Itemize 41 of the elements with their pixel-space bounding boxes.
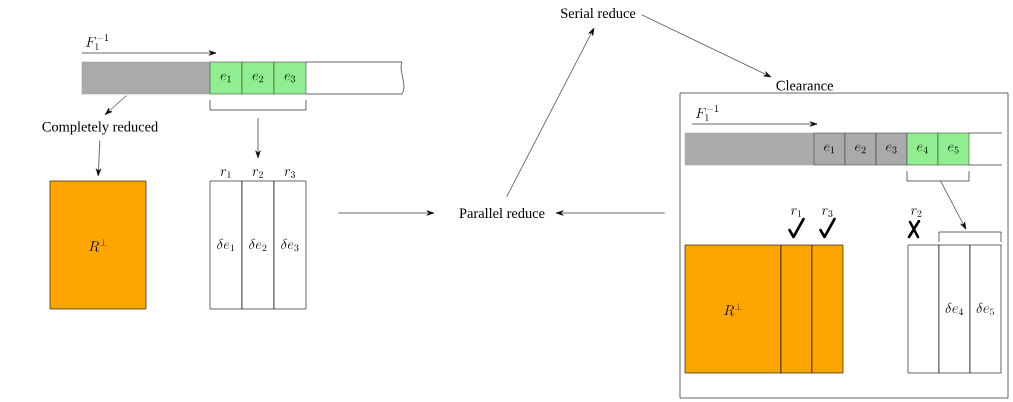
arrow [104, 95, 127, 115]
node-label: Clearance [776, 80, 833, 91]
memory-cell: $e_2$ [844, 132, 877, 166]
node-label: $r_2$ [910, 208, 922, 217]
bracket [938, 231, 1002, 243]
column-cell: $r_2$ [907, 208, 940, 374]
axis-label: $F_1^{-1}$ [695, 105, 719, 121]
memory-cell: $e_5$ [937, 132, 970, 166]
arrow [95, 140, 102, 177]
memory-cell: $e_1$ [209, 61, 243, 95]
arrow [506, 27, 595, 198]
column-cell: $r_3$ $\delta e_3$ [273, 169, 307, 310]
memory-cell: $e_3$ [273, 61, 307, 95]
memory-cell: $e_2$ [241, 61, 275, 95]
matrix-block: $R^\perp$ [49, 180, 147, 310]
column-cell: $r_2$ $\delta e_2$ [241, 169, 275, 310]
memory-cell: $e_1$ [813, 132, 846, 166]
arrow [338, 210, 435, 216]
column-cell: $\delta e_4$ [938, 244, 971, 374]
node-label: $r_1$ [220, 169, 231, 178]
memory-cell: $e_3$ [875, 132, 908, 166]
text-label: Completely reduced [42, 121, 159, 135]
memory-cell: $e_4$ [906, 132, 939, 166]
node-label: $r_3$ [284, 169, 296, 179]
text-label: Parallel reduce [459, 207, 545, 219]
bar-segment: $r_1$ [780, 208, 813, 374]
node-label: $r_2$ [252, 169, 263, 178]
arrow [555, 210, 665, 216]
arrow [255, 117, 261, 159]
column-cell: $\delta e_5$ [969, 244, 1002, 374]
arrow [641, 14, 772, 78]
bar-segment [81, 61, 211, 95]
arrow [940, 180, 967, 230]
axis-label: $F_1^{-1}$ [85, 34, 109, 50]
bar-segment: $r_3$ [811, 208, 844, 374]
bracket [906, 170, 970, 182]
text-label: Serial reduce [561, 7, 636, 19]
node-label: $r_3$ [821, 208, 833, 218]
node-label: $r_1$ [790, 208, 802, 217]
column-cell: $r_1$ $\delta e_1$ [209, 169, 243, 310]
bracket [209, 99, 307, 111]
